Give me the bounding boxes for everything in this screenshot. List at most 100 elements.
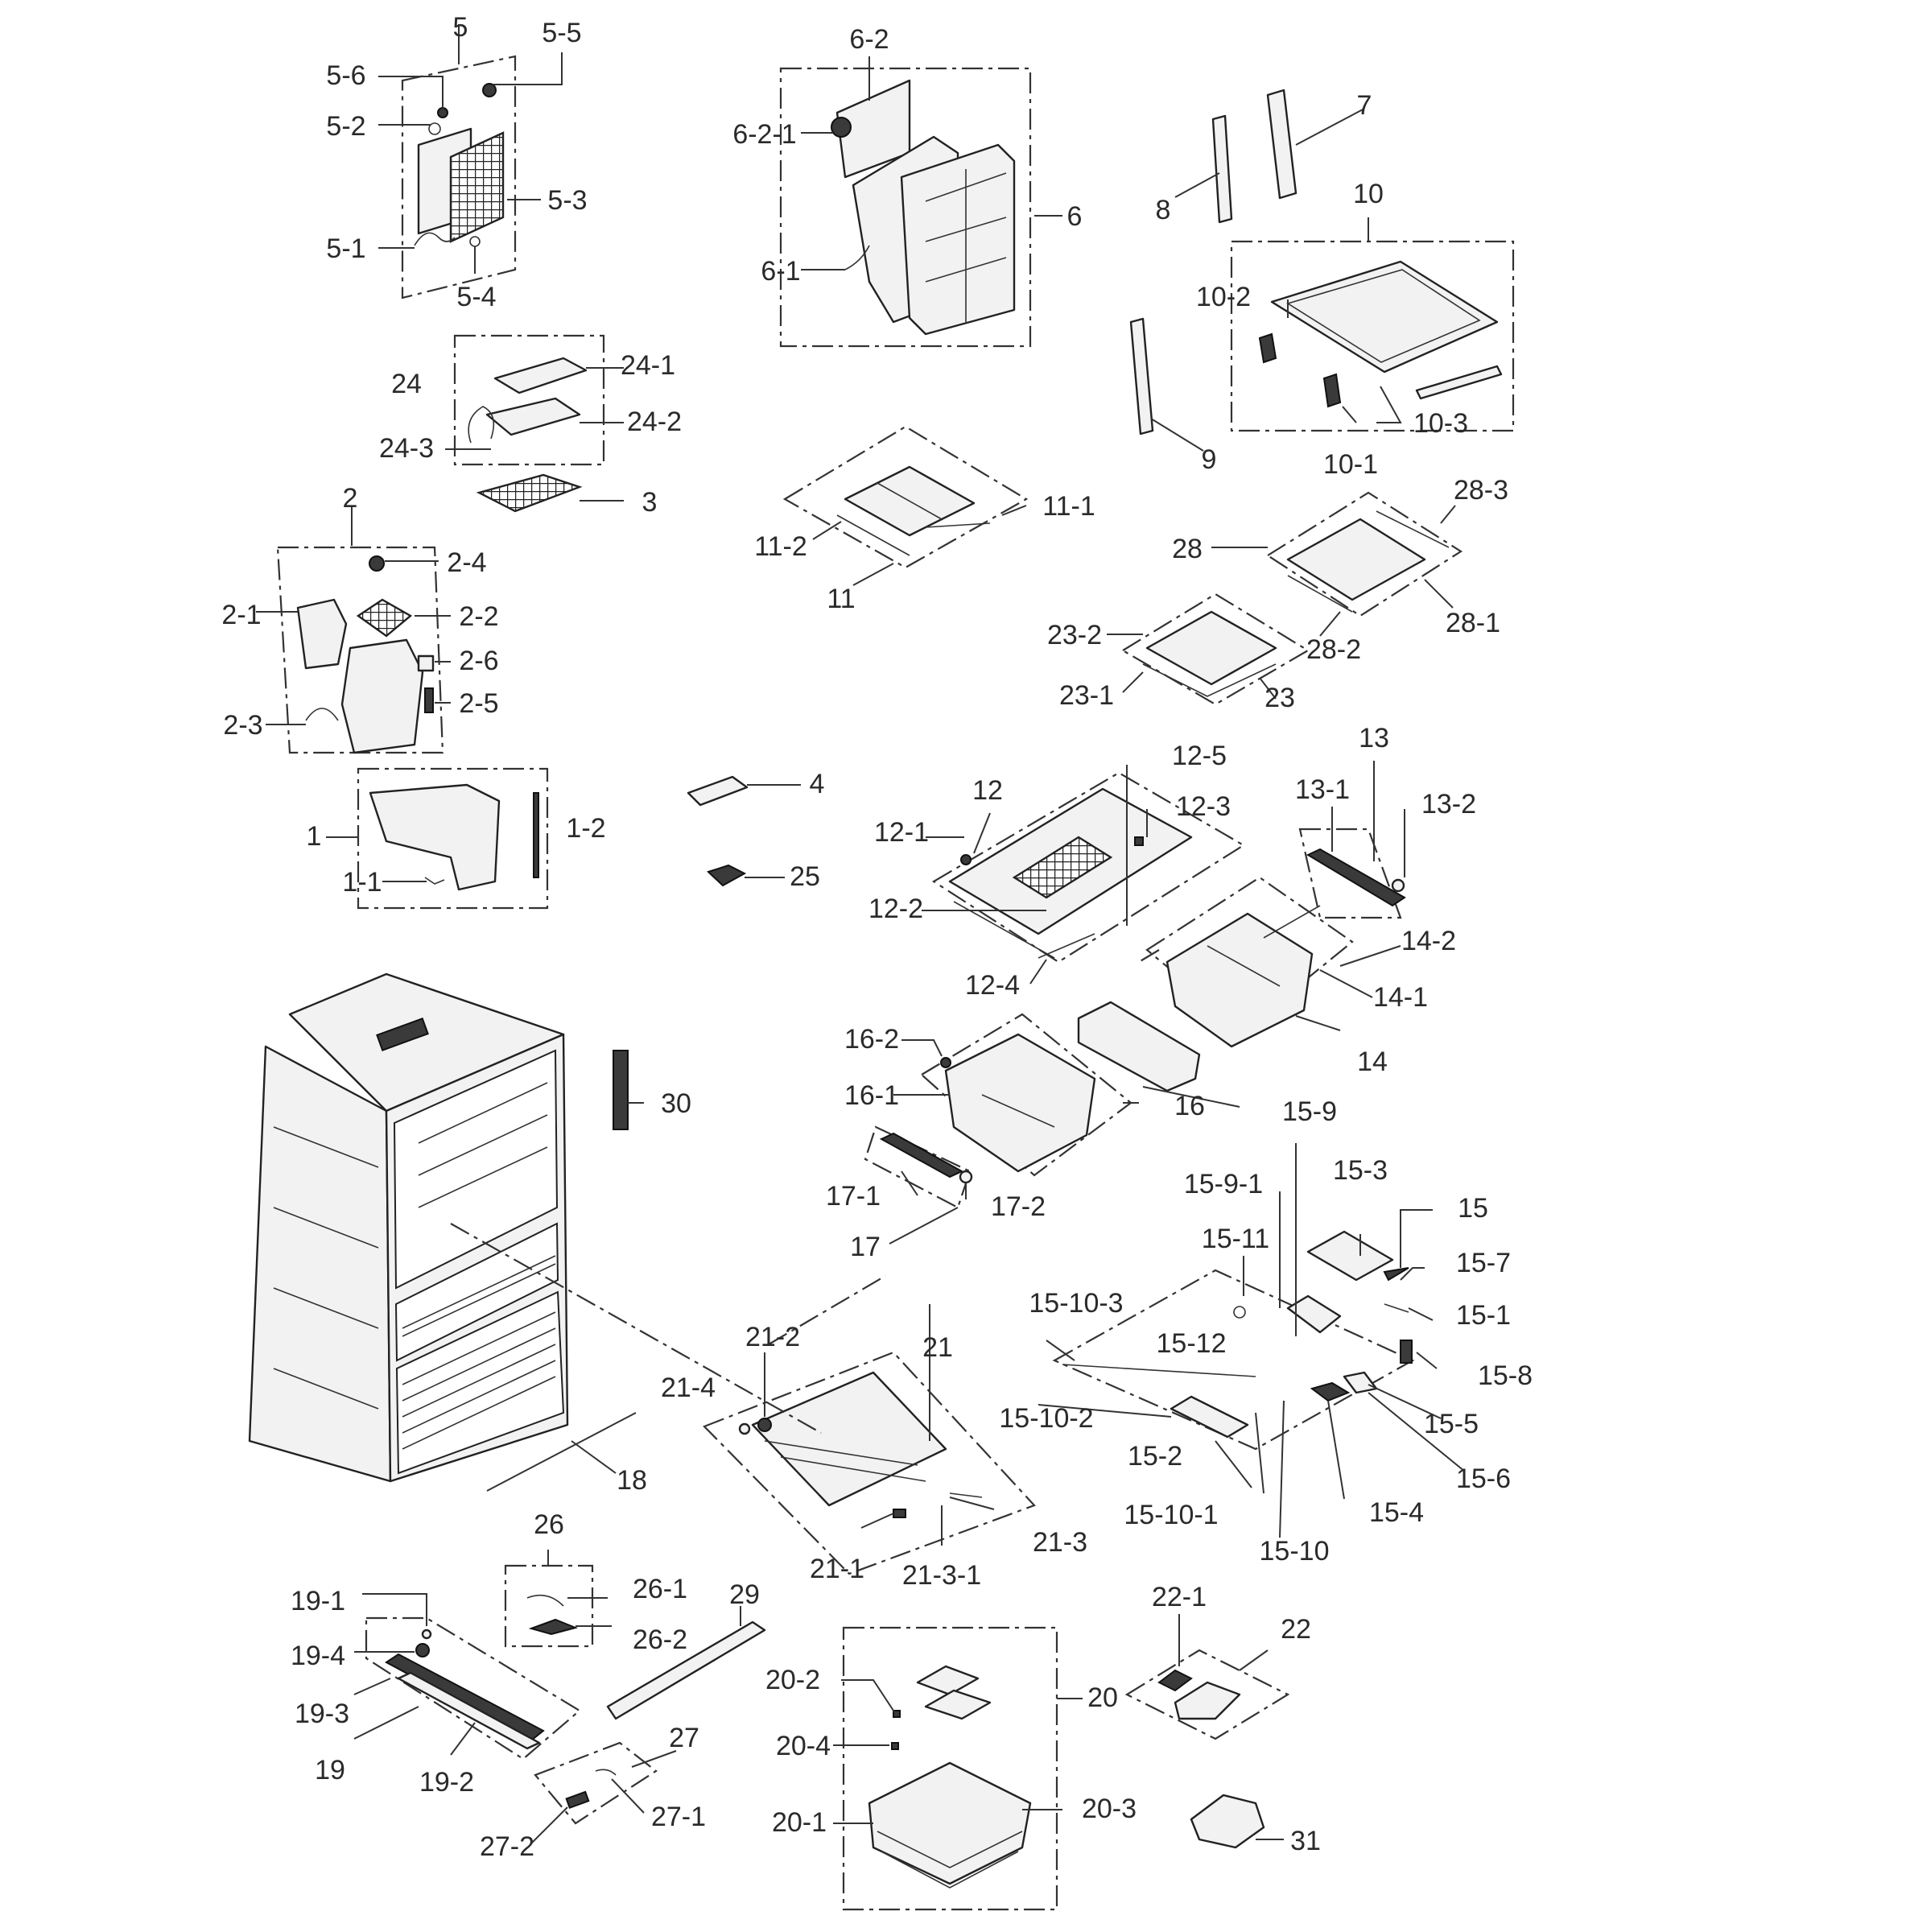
label-20-4: 20-4 — [776, 1731, 831, 1761]
label-11-1: 11-1 — [1042, 491, 1095, 522]
drawer-14-1 — [1165, 912, 1314, 1048]
drawer-20-3 — [868, 1761, 1032, 1885]
label-10-3: 10-3 — [1413, 408, 1468, 439]
label-27: 27 — [669, 1723, 699, 1753]
shelf-28-1 — [1286, 518, 1426, 601]
label-14-2: 14-2 — [1401, 926, 1456, 956]
control-15-3 — [1306, 1230, 1394, 1282]
part-21-1 — [893, 1509, 906, 1518]
label-5-6: 5-6 — [326, 60, 365, 91]
label-1: 1 — [307, 821, 322, 852]
label-24-2: 24-2 — [627, 407, 682, 437]
label-27-2: 27-2 — [480, 1831, 534, 1862]
label-1-2: 1-2 — [566, 813, 605, 844]
part-13-2 — [1391, 878, 1405, 893]
label-15-10-3: 15-10-3 — [1029, 1288, 1123, 1319]
label-21-4: 21-4 — [661, 1373, 716, 1403]
rail-11-1 — [925, 522, 991, 528]
part-20-2 — [893, 1710, 901, 1718]
part-18-line — [486, 1412, 637, 1492]
rail-12-4 — [1038, 933, 1095, 959]
label-15-3: 15-3 — [1333, 1155, 1388, 1186]
rail-19-3 — [385, 1653, 545, 1742]
label-12-3: 12-3 — [1176, 791, 1231, 822]
board-15-2 — [1170, 1395, 1249, 1439]
wire-24-3 — [468, 406, 495, 444]
label-26-2: 26-2 — [633, 1624, 687, 1655]
rail-13-1 — [1306, 848, 1406, 907]
plate-24-1 — [493, 357, 588, 394]
part-20-4 — [891, 1742, 899, 1750]
group-box-11 — [782, 425, 1029, 569]
trim-28-3 — [1376, 510, 1450, 548]
label-12-2: 12-2 — [868, 894, 923, 924]
label-5-3: 5-3 — [547, 185, 587, 216]
label-22: 22 — [1281, 1614, 1311, 1645]
wire-6-1 — [844, 245, 870, 270]
label-16-1: 16-1 — [844, 1080, 899, 1111]
label-15: 15 — [1458, 1193, 1488, 1224]
label-15-6: 15-6 — [1456, 1463, 1511, 1494]
part-17-2 — [959, 1170, 973, 1184]
group-box-19 — [365, 1616, 581, 1761]
trim-10-3 — [1415, 365, 1503, 400]
label-8: 8 — [1156, 195, 1171, 225]
part-2-6 — [417, 654, 435, 672]
label-20-2: 20-2 — [765, 1665, 820, 1695]
group-box-10 — [1230, 240, 1515, 432]
label-2-2: 2-2 — [459, 601, 498, 632]
part-21-2 — [757, 1418, 772, 1432]
label-7: 7 — [1357, 90, 1372, 121]
rail-14-2 — [1263, 905, 1321, 939]
part-5-4 — [469, 236, 481, 247]
part-group-27 — [530, 1741, 677, 1844]
part-15-11 — [1233, 1306, 1246, 1319]
part-6-2-1 — [831, 117, 852, 138]
group-box-20 — [842, 1626, 1058, 1911]
part-group-5 — [378, 24, 563, 299]
label-15-10-1: 15-10-1 — [1124, 1500, 1218, 1530]
label-19: 19 — [315, 1755, 345, 1785]
part-29 — [606, 1606, 766, 1720]
label-21-3-1: 21-3-1 — [902, 1560, 981, 1591]
cover-grid-12 — [1012, 836, 1113, 899]
wire-5-1 — [414, 232, 456, 246]
label-15-2: 15-2 — [1128, 1441, 1182, 1472]
label-4: 4 — [810, 769, 825, 799]
label-11-2: 11-2 — [754, 531, 807, 562]
group-box-22 — [1124, 1649, 1290, 1740]
label-2-5: 2-5 — [459, 688, 498, 719]
label-15-7: 15-7 — [1456, 1248, 1511, 1278]
group-box-5 — [401, 55, 517, 299]
rails-7-8-9 — [1129, 89, 1365, 452]
label-18: 18 — [617, 1465, 647, 1496]
label-24-3: 24-3 — [379, 433, 434, 464]
group-box-1 — [357, 767, 549, 910]
part-15-8 — [1400, 1340, 1413, 1364]
label-2-4: 2-4 — [447, 547, 486, 578]
label-21-2: 21-2 — [745, 1322, 800, 1352]
label-28-3: 28-3 — [1454, 475, 1508, 506]
label-2-6: 2-6 — [459, 646, 498, 676]
label-10-1: 10-1 — [1323, 449, 1378, 480]
label-26-1: 26-1 — [633, 1574, 687, 1604]
part-16-2 — [940, 1057, 951, 1068]
label-24-1: 24-1 — [621, 350, 675, 381]
part-group-21 — [703, 1304, 1036, 1575]
label-2: 2 — [343, 483, 358, 514]
tray-3 — [476, 473, 583, 513]
part-group-13 — [1298, 761, 1406, 919]
part-30 — [613, 1050, 644, 1130]
part-15-7 — [1383, 1267, 1409, 1282]
cabinet-lower-opening — [395, 1290, 565, 1475]
part-19-4 — [415, 1643, 430, 1657]
part-group-15 — [1038, 1143, 1466, 1538]
part-group-14 — [1145, 876, 1401, 1048]
group-box-13 — [1298, 828, 1402, 919]
divider-20-b — [924, 1689, 992, 1720]
label-6-2-1: 6-2-1 — [732, 119, 796, 150]
group-box-28 — [1265, 491, 1463, 617]
group-box-21 — [703, 1351, 1036, 1575]
part-12-1 — [960, 854, 972, 865]
